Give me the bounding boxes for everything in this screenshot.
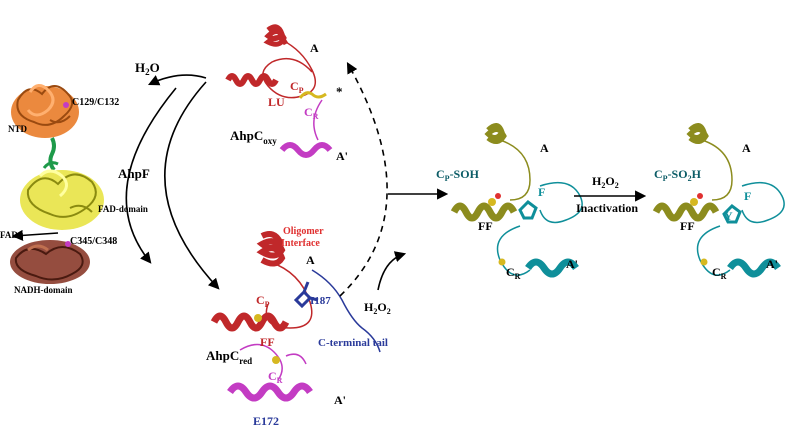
label-ff-mid: FF [260,335,275,349]
ahpc-soh-structure [450,123,583,278]
label-fad: FAD [0,230,18,240]
label-e172: E172 [253,414,279,428]
disulfide-link [298,91,327,99]
arrow-fad [11,229,59,241]
ahpc-so2h-structure [652,123,785,278]
ahpf-structure [10,84,104,284]
label-h2o2-right: H2O2 [592,174,619,190]
label-y-r2: Y [724,209,733,223]
arrow-red-to-oxy-dashed [339,62,388,297]
label-h2o2-mid: H2O2 [364,300,391,316]
arrow-to-h2o [147,74,207,86]
label-f-r1: F [538,185,545,199]
label-cr-r2: CR [712,265,727,281]
labels: H2O NTD C129/C132 AhpF FAD-domain FAD C3… [0,41,778,428]
label-cp-top: CP [290,79,304,95]
label-f-r2: F [744,189,751,203]
label-c-terminal-tail: C-terminal tail [318,337,388,349]
cycle-arrows [11,62,647,297]
ntd-domain [11,84,79,138]
loop-oxy [262,39,317,99]
helix-lu [225,73,279,87]
label-ff-r2: FF [680,219,695,233]
label-cp-mid: CP [256,293,270,309]
label-aprime-mid: A' [334,393,346,407]
helix-aprime-top [279,142,333,158]
label-cr-mid: CR [268,369,283,385]
label-c129: C129/C132 [72,97,119,108]
arrow-h2o2-mid [377,251,407,291]
label-a-top: A [310,41,319,55]
label-aprime-r1: A' [566,257,578,271]
ahpc-red-structure [210,231,381,402]
linker-helix [48,137,56,172]
helix-aprime-r1 [525,258,579,278]
label-cp-so2h: CP-SO2H [654,167,702,183]
label-aprime-r2: A' [766,257,778,271]
label-ahpc-red: AhpCred [206,348,252,366]
arrow-ahpf-left [125,87,177,264]
label-interface: Interface [281,238,320,249]
helix-a-red [256,231,286,267]
label-i187: I187 [310,295,331,307]
c-terminal-tail [311,269,381,353]
label-h2o: H2O [135,60,160,77]
helix-aprime-red [227,382,313,402]
label-cr-top: CR [304,105,319,121]
label-ahpc-oxy: AhpCoxy [230,128,277,146]
helix-aprime-r2 [727,258,781,278]
label-ahpf: AhpF [118,166,150,181]
label-inactivation: Inactivation [576,201,638,215]
label-a-r2: A [742,141,751,155]
helix-top [263,24,289,47]
label-c345: C345/C348 [70,236,117,247]
label-cr-r1: CR [506,265,521,281]
fad-domain [20,161,104,230]
i187-residue [293,281,319,309]
label-star: * [336,84,343,99]
label-aprime-top: A' [336,149,348,163]
label-fad-domain: FAD-domain [98,204,148,214]
helix-ff-red [210,312,290,332]
label-ntd: NTD [8,124,28,134]
label-a-mid: A [306,253,315,267]
label-a-r1: A [540,141,549,155]
label-ff-r1: FF [478,219,493,233]
label-nadh: NADH-domain [14,285,73,295]
ahpc-oxy-structure [225,24,333,158]
arrow-oxy-to-red-outer [164,81,220,290]
label-lu: LU [268,95,285,109]
label-cp-soh: CP-SOH [436,167,480,183]
nadh-domain [10,240,90,284]
label-oligomer: Oligomer [283,226,324,237]
